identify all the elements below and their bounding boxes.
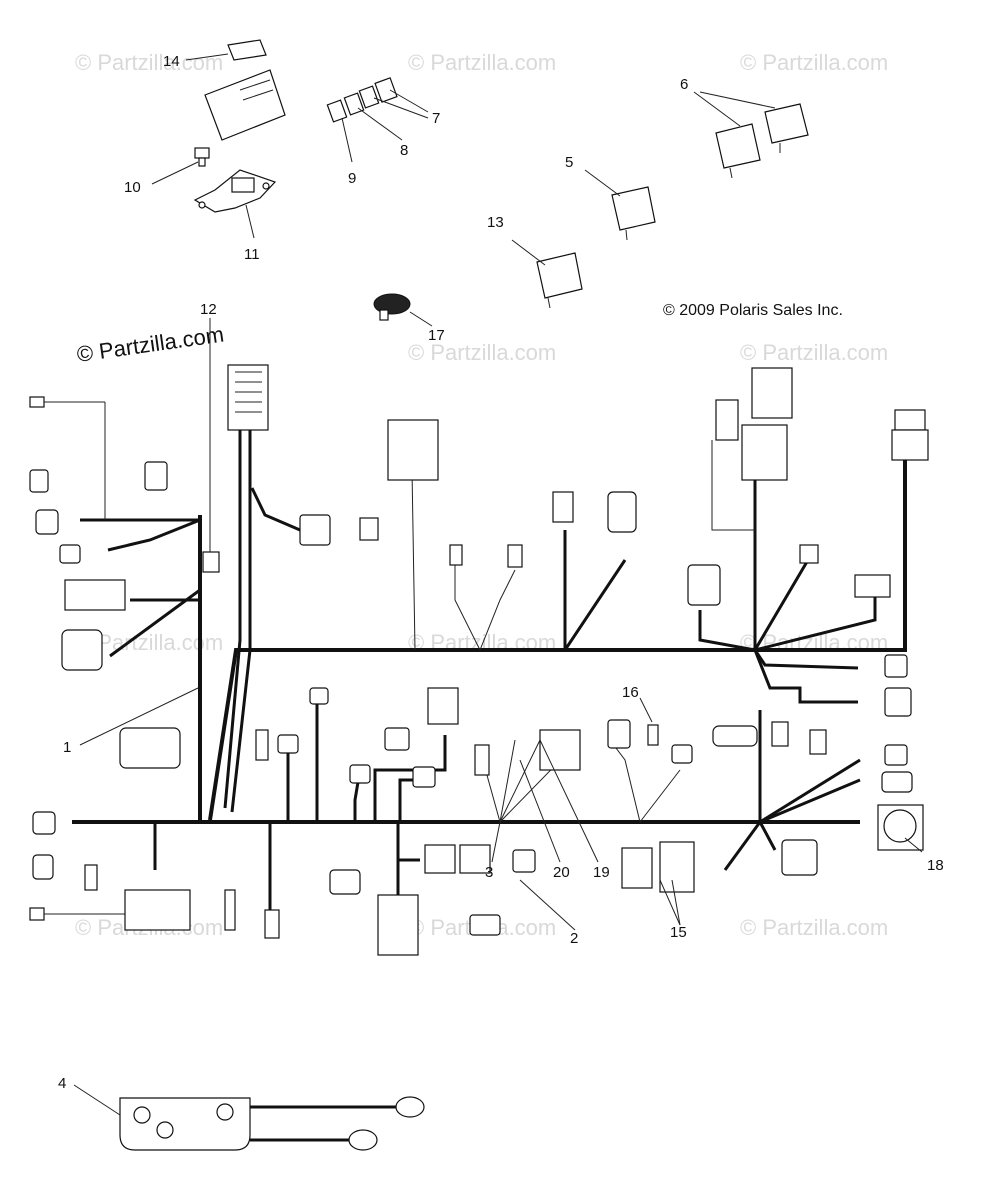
callout-13: 13 xyxy=(487,214,504,231)
callout-2: 2 xyxy=(570,930,578,947)
callout-4: 4 xyxy=(58,1075,66,1092)
callout-3: 3 xyxy=(485,864,493,881)
part-17-connector xyxy=(373,293,411,321)
callout-11: 11 xyxy=(244,246,260,263)
callout-16: 16 xyxy=(622,684,639,701)
watermark: © Partzilla.com xyxy=(740,50,888,75)
callout-20: 20 xyxy=(553,864,570,881)
callout-7: 7 xyxy=(432,110,440,127)
watermark: © Partzilla.com xyxy=(408,340,556,365)
main-harness xyxy=(72,430,907,915)
callout-17: 17 xyxy=(428,327,445,344)
part-6-relays xyxy=(715,103,809,179)
watermark: © Partzilla.com xyxy=(408,50,556,75)
callout-9: 9 xyxy=(348,170,356,187)
callout-1: 1 xyxy=(63,739,71,756)
watermark: © Partzilla.com xyxy=(75,50,223,75)
callout-18: 18 xyxy=(927,857,944,874)
callout-14: 14 xyxy=(163,53,180,70)
partzilla-watermark: © Partzilla.com xyxy=(75,322,225,367)
callout-6: 6 xyxy=(680,76,688,93)
copyright-notice: © 2009 Polaris Sales Inc. xyxy=(663,302,843,319)
callout-15: 15 xyxy=(670,924,687,941)
leader-lines xyxy=(79,687,923,931)
part-11-bracket xyxy=(193,169,277,213)
callout-19: 19 xyxy=(593,864,610,881)
callout-labels: 1 2 3 4 5 6 7 8 9 10 11 12 13 14 15 16 1… xyxy=(58,53,944,1092)
watermark: © Partzilla.com xyxy=(740,340,888,365)
part-5-relay xyxy=(611,186,656,241)
part-10-screw xyxy=(194,147,210,167)
watermark: © Partzilla.com xyxy=(740,915,888,940)
callout-8: 8 xyxy=(400,142,408,159)
part-4-ground-strap xyxy=(119,1096,425,1151)
callout-5: 5 xyxy=(565,154,573,171)
connectors xyxy=(29,318,929,956)
part-13-relay xyxy=(536,252,583,309)
part-7-8-9-fuses xyxy=(326,77,398,123)
callout-10: 10 xyxy=(124,179,141,196)
callout-12: 12 xyxy=(200,301,217,318)
watermarks: © Partzilla.com © Partzilla.com © Partzi… xyxy=(75,50,888,940)
part-14-cover xyxy=(204,39,286,141)
